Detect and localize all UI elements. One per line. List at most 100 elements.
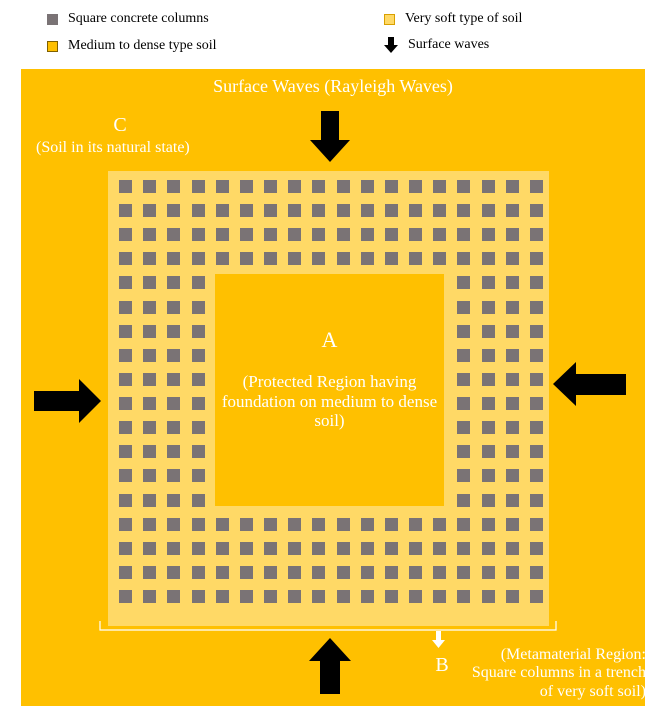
concrete-column (239, 517, 253, 531)
concrete-column (143, 397, 157, 411)
concrete-column (312, 180, 326, 193)
concrete-column (336, 204, 350, 218)
concrete-column (119, 348, 132, 362)
concrete-column (119, 397, 132, 411)
concrete-column (457, 276, 471, 290)
concrete-column (191, 348, 205, 362)
concrete-column (119, 252, 132, 266)
bottom-wave-arrow-icon (309, 638, 351, 694)
concrete-column (264, 204, 278, 218)
concrete-column (143, 348, 157, 362)
concrete-column (119, 517, 132, 531)
concrete-column (530, 252, 543, 266)
protected-region (215, 274, 444, 506)
concrete-column (288, 252, 302, 266)
concrete-column (505, 397, 519, 411)
concrete-column (457, 469, 471, 483)
concrete-column (119, 180, 132, 193)
concrete-column (481, 493, 495, 507)
concrete-column (384, 252, 398, 266)
concrete-column (505, 517, 519, 531)
concrete-column (360, 180, 374, 193)
concrete-column (530, 276, 543, 290)
concrete-column (530, 493, 543, 507)
concrete-column (239, 252, 253, 266)
concrete-column (191, 493, 205, 507)
concrete-column (119, 324, 132, 338)
concrete-column (239, 541, 253, 555)
concrete-column (336, 180, 350, 193)
concrete-column (119, 300, 132, 314)
concrete-column (409, 541, 423, 555)
down-arrow-icon (384, 37, 398, 53)
concrete-column (215, 541, 229, 555)
concrete-column (457, 252, 471, 266)
concrete-column (530, 348, 543, 362)
dense-soil-swatch-icon (47, 40, 58, 52)
concrete-column (312, 517, 326, 531)
concrete-column (167, 421, 181, 435)
concrete-column (530, 445, 543, 459)
concrete-column (264, 517, 278, 531)
concrete-column (409, 228, 423, 242)
concrete-column (433, 204, 447, 218)
concrete-column (191, 228, 205, 242)
concrete-column (191, 590, 205, 603)
concrete-column (409, 204, 423, 218)
region-a-letter: A (321, 327, 338, 352)
concrete-column (167, 565, 181, 579)
concrete-column (336, 541, 350, 555)
concrete-column (336, 228, 350, 242)
concrete-column (239, 180, 253, 193)
concrete-column (143, 493, 157, 507)
concrete-column (288, 590, 302, 603)
concrete-column (312, 228, 326, 242)
concrete-column (191, 372, 205, 386)
concrete-column (505, 252, 519, 266)
concrete-column (530, 300, 543, 314)
concrete-column (288, 517, 302, 531)
concrete-column (143, 541, 157, 555)
concrete-column (312, 252, 326, 266)
concrete-column (264, 565, 278, 579)
concrete-column (288, 541, 302, 555)
concrete-column (119, 493, 132, 507)
concrete-column (433, 541, 447, 555)
concrete-column (505, 276, 519, 290)
concrete-column (143, 252, 157, 266)
concrete-column (336, 565, 350, 579)
region-c-letter: C (113, 114, 127, 136)
concrete-column (360, 204, 374, 218)
concrete-column (336, 252, 350, 266)
concrete-column (191, 517, 205, 531)
concrete-column (312, 590, 326, 603)
concrete-column (239, 590, 253, 603)
concrete-column (384, 204, 398, 218)
concrete-column (530, 228, 543, 242)
concrete-column (530, 541, 543, 555)
concrete-column (167, 180, 181, 193)
legend-columns: Square concrete columns (47, 11, 209, 27)
concrete-column (433, 517, 447, 531)
legend-dense-soil: Medium to dense type soil (47, 38, 217, 54)
concrete-column (457, 324, 471, 338)
concrete-column (264, 252, 278, 266)
concrete-column (119, 541, 132, 555)
concrete-column (481, 180, 495, 193)
concrete-column (143, 180, 157, 193)
concrete-column (167, 372, 181, 386)
concrete-column (457, 541, 471, 555)
concrete-column (167, 445, 181, 459)
concrete-column (433, 180, 447, 193)
concrete-column (264, 541, 278, 555)
concrete-column (409, 180, 423, 193)
concrete-column (119, 469, 132, 483)
concrete-column (409, 252, 423, 266)
concrete-column (409, 517, 423, 531)
concrete-column (215, 180, 229, 193)
concrete-column (530, 517, 543, 531)
concrete-column (312, 204, 326, 218)
concrete-column (481, 276, 495, 290)
concrete-column (119, 372, 132, 386)
